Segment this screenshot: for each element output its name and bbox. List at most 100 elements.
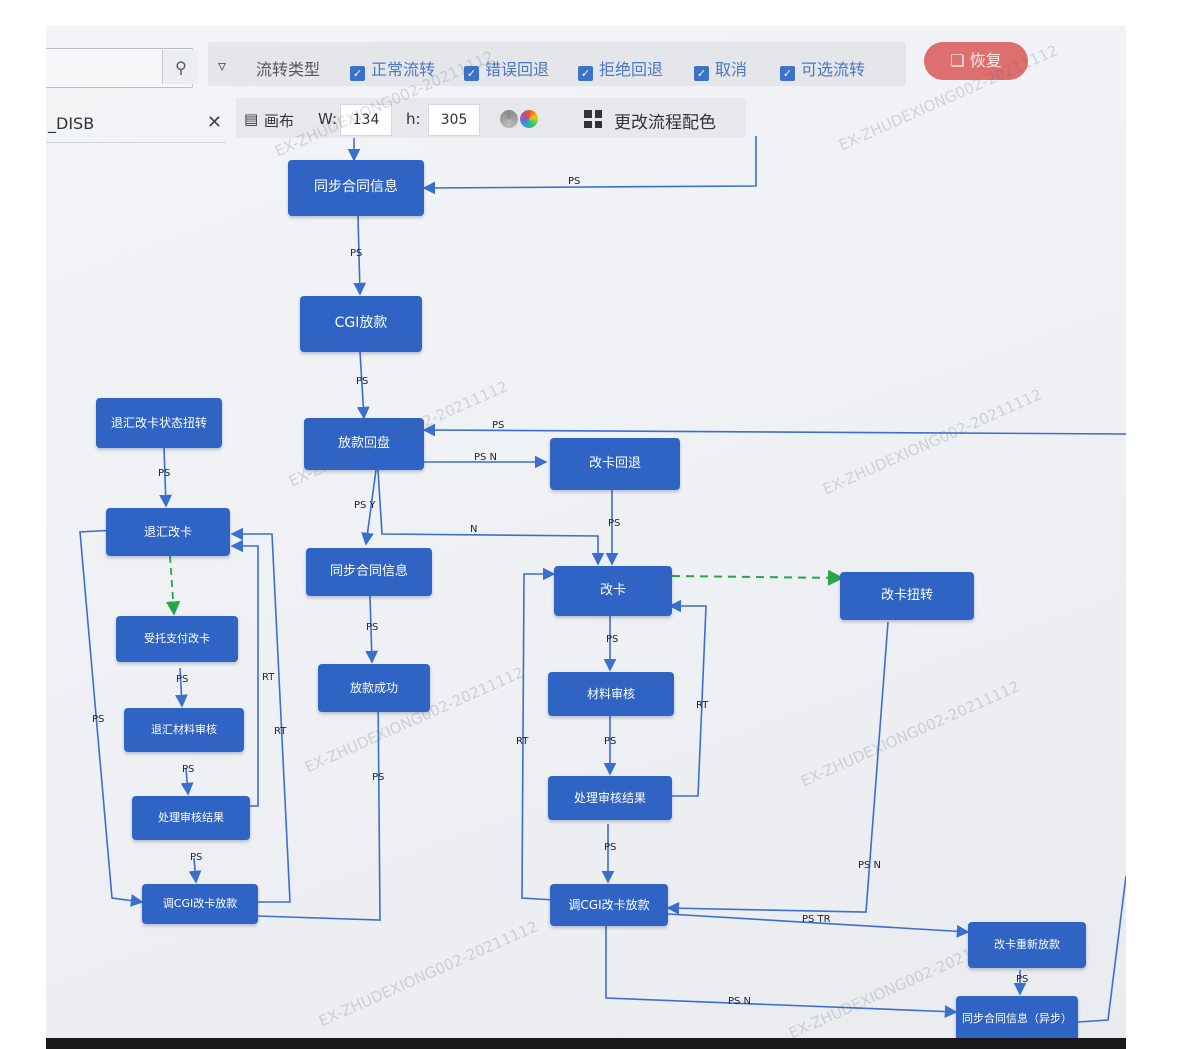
- edge-label: PS: [568, 176, 581, 187]
- edge: [356, 351, 370, 420]
- node-mid-cgi-card-loan[interactable]: 调CGI改卡放款: [550, 884, 668, 926]
- color-wheel-icon[interactable]: [520, 110, 538, 128]
- edge: [605, 924, 958, 1018]
- node-sync-contract-async[interactable]: 同步合同信息（异步）: [956, 996, 1078, 1042]
- color-picker-icon[interactable]: [500, 110, 518, 128]
- node-card-change-rollback[interactable]: 改卡回退: [550, 438, 680, 490]
- canvas-height-input[interactable]: 305: [428, 104, 480, 136]
- search-icon: ⚲: [175, 57, 187, 77]
- node-cgi-loan[interactable]: CGI放款: [300, 296, 422, 352]
- edge-label: PS: [492, 420, 505, 431]
- edge-label: RT: [262, 672, 275, 683]
- edge: [667, 913, 970, 938]
- checkbox-checked-icon: ✓: [464, 66, 479, 81]
- edge: [361, 469, 377, 546]
- edge-label: PS N: [858, 860, 882, 871]
- canvas-settings-bar: ▤ 画布 W: 134 h: 305 更改流程配色: [236, 98, 746, 138]
- node-loan-success[interactable]: 放款成功: [318, 664, 430, 712]
- edge-label: PS: [190, 852, 203, 863]
- edge-label: PS: [1016, 974, 1029, 985]
- edge: [159, 447, 173, 508]
- edge-label: PS: [92, 714, 105, 725]
- edge: [365, 595, 379, 664]
- edge-label: PS TR: [802, 914, 831, 925]
- edge-label: PS: [604, 842, 617, 853]
- edge: [521, 567, 556, 901]
- node-refund-material-review[interactable]: 退汇材料审核: [124, 708, 244, 752]
- edge-label: PS N: [728, 996, 752, 1007]
- edges-layer: [79, 136, 1126, 1023]
- node-mid-review-result[interactable]: 处理审核结果: [548, 776, 672, 820]
- flow-type-label: 流转类型: [256, 60, 321, 79]
- node-card-change[interactable]: 改卡: [554, 566, 672, 616]
- filter-error-rollback[interactable]: ✓错误回退: [464, 56, 549, 81]
- node-left-review-result[interactable]: 处理审核结果: [132, 796, 250, 840]
- node-card-reloan[interactable]: 改卡重新放款: [968, 922, 1086, 968]
- canvas-width-input[interactable]: 134: [340, 104, 392, 136]
- tab-disb[interactable]: _DISB ✕: [46, 106, 226, 143]
- edge-label: PS: [176, 674, 189, 685]
- node-sync-contract-top[interactable]: 同步合同信息: [288, 160, 424, 216]
- monitor-bezel: [46, 1038, 1126, 1049]
- filter-toolbar: ⚲ ▿ 流转类型 ✓正常流转 ✓错误回退 ✓拒绝回退 ✓取消 ✓可选流转 ❏ 恢…: [46, 34, 1126, 88]
- edge: [230, 539, 259, 807]
- filter-cancel[interactable]: ✓取消: [694, 56, 747, 81]
- edge: [666, 621, 889, 915]
- palette-grid-icon: [584, 110, 602, 128]
- canvas-label: 画布: [264, 112, 295, 130]
- edge: [1077, 875, 1126, 1023]
- edge-label: RT: [274, 726, 287, 737]
- edge: [422, 423, 1126, 437]
- canvas-toolbar: _DISB ✕ ▤ 画布 W: 134 h: 305 更改流程配色: [46, 92, 1126, 143]
- edge-label: PS N: [474, 452, 498, 463]
- edge: [422, 136, 757, 195]
- node-entrusted-payment-card[interactable]: 受托支付改卡: [116, 616, 238, 662]
- edge: [188, 857, 202, 884]
- height-label: h:: [406, 110, 421, 128]
- edge: [668, 599, 707, 797]
- filter-reject-rollback[interactable]: ✓拒绝回退: [578, 56, 663, 81]
- search-button[interactable]: ⚲: [162, 50, 199, 84]
- node-card-change-transfer[interactable]: 改卡扭转: [840, 572, 974, 620]
- edge: [175, 667, 188, 708]
- restore-button[interactable]: ❏ 恢复: [924, 42, 1028, 80]
- edge-label: PS: [182, 764, 195, 775]
- edge-label: PS Y: [354, 500, 376, 511]
- edge: [79, 529, 144, 907]
- edge: [230, 527, 291, 903]
- node-material-review[interactable]: 材料审核: [548, 672, 674, 716]
- node-refund-card-change[interactable]: 退汇改卡: [106, 508, 230, 556]
- node-loan-return[interactable]: 放款回盘: [304, 418, 424, 470]
- checkbox-checked-icon: ✓: [350, 66, 365, 81]
- close-icon[interactable]: ✕: [206, 112, 222, 133]
- filter-icon: ▿: [218, 56, 227, 75]
- checkbox-checked-icon: ✓: [578, 66, 593, 81]
- restore-icon: ❏: [950, 51, 965, 70]
- edge-label: RT: [516, 736, 529, 747]
- edge-label: PS: [608, 518, 621, 529]
- edge-dashed: [165, 555, 181, 616]
- checkbox-checked-icon: ✓: [694, 66, 709, 81]
- edge-label: PS: [350, 248, 363, 259]
- edge-label: PS: [356, 376, 369, 387]
- edge-label: PS: [372, 772, 385, 783]
- edge-dashed: [671, 569, 844, 586]
- filter-optional[interactable]: ✓可选流转: [780, 56, 865, 81]
- node-refund-card-status[interactable]: 退汇改卡状态扭转: [96, 398, 222, 448]
- edge-label: RT: [696, 700, 709, 711]
- edge-label: PS: [606, 634, 619, 645]
- edge: [377, 469, 605, 566]
- change-flow-color-button[interactable]: 更改流程配色: [614, 113, 716, 133]
- edge-label: N: [470, 524, 478, 535]
- edge-label: PS: [604, 736, 617, 747]
- node-left-cgi-card-loan[interactable]: 调CGI改卡放款: [142, 884, 258, 924]
- flow-canvas[interactable]: PS PS PS PS PS N PS Y N PS PS PS PS RT P…: [46, 26, 1126, 1049]
- edge-label: PS: [366, 622, 379, 633]
- node-sync-contract-mid[interactable]: 同步合同信息: [306, 548, 432, 596]
- screen: PS PS PS PS PS N PS Y N PS PS PS PS RT P…: [46, 26, 1126, 1049]
- edge: [353, 215, 367, 296]
- filter-normal[interactable]: ✓正常流转: [350, 56, 435, 81]
- width-label: W:: [318, 110, 338, 128]
- flow-type-filter-bar: ▿ 流转类型 ✓正常流转 ✓错误回退 ✓拒绝回退 ✓取消 ✓可选流转: [208, 42, 906, 86]
- edge-label: PS: [158, 468, 171, 479]
